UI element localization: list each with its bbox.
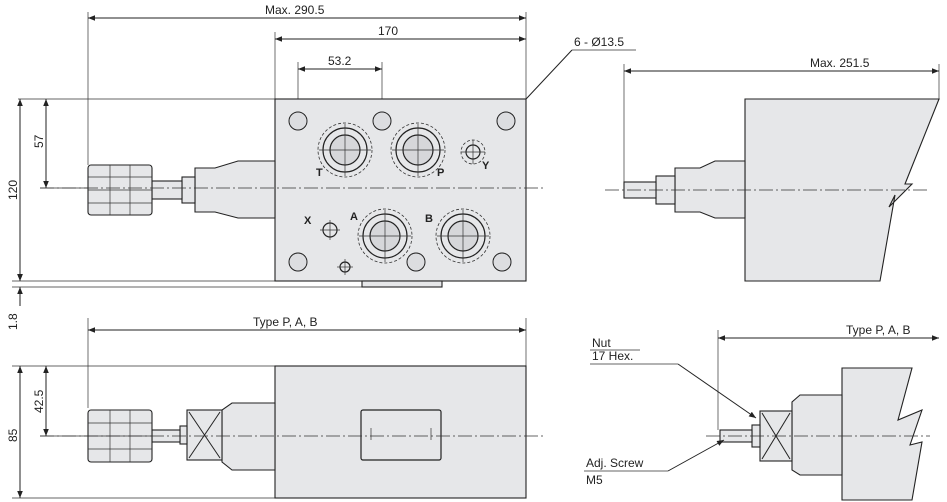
dim-85: 85: [6, 428, 20, 442]
port-label-p: P: [437, 167, 444, 179]
adjuster-screw: [151, 180, 183, 200]
dim-type-side: Type P, A, B: [846, 323, 911, 337]
side-view-top: Max. 251.5: [605, 56, 940, 282]
adjuster-housing-side-bottom: [791, 394, 843, 476]
callout-adj-screw: Adj. Screw: [586, 456, 644, 470]
port-label-t: T: [316, 167, 323, 179]
port-label-y: Y: [482, 160, 490, 172]
callout-nut-size: 17 Hex.: [592, 349, 633, 363]
callout-nut: Nut: [592, 336, 611, 350]
dim-57: 57: [32, 134, 46, 148]
dim-max-251-5: Max. 251.5: [810, 56, 870, 70]
dim-120: 120: [6, 180, 20, 200]
callout-screw-thread: M5: [586, 473, 603, 487]
mount-hole: [492, 252, 512, 272]
dim-1-8: 1.8: [6, 313, 20, 330]
mount-hole: [406, 252, 426, 272]
dim-mount-holes: 6 - Ø13.5: [574, 35, 624, 49]
adjuster-housing-plan: [221, 402, 276, 471]
side-view-bottom: Type P, A, B Nut 17 Hex. Adj. Screw M5: [584, 323, 939, 501]
dim-170: 170: [378, 24, 398, 38]
port-label-a: A: [350, 211, 358, 223]
dim-53-2: 53.2: [328, 54, 352, 68]
adjuster-housing-side: [674, 160, 746, 219]
adjuster-nut: [181, 176, 196, 204]
plan-window: [360, 409, 442, 461]
front-view: Max. 290.5 170 53.2 6 - Ø13.5 57 120 1.8: [6, 3, 636, 330]
mount-hole: [288, 111, 308, 131]
mount-hole: [496, 111, 516, 131]
adjuster-nut-plan: [179, 425, 188, 445]
dim-max-290-5: Max. 290.5: [265, 3, 325, 17]
plan-view: Type P, A, B 42.5 85: [6, 315, 546, 499]
dim-42-5: 42.5: [32, 389, 46, 413]
dim-type-top: Type P, A, B: [253, 315, 318, 329]
port-label-x: X: [304, 215, 312, 227]
adjuster-housing: [194, 160, 276, 219]
mount-hole: [288, 252, 308, 272]
valve-body-side-bottom: [841, 367, 923, 501]
port-label-b: B: [425, 213, 433, 225]
valve-base-lip: [361, 280, 443, 288]
mount-hole: [372, 111, 392, 131]
valve-body-front: [274, 98, 527, 282]
